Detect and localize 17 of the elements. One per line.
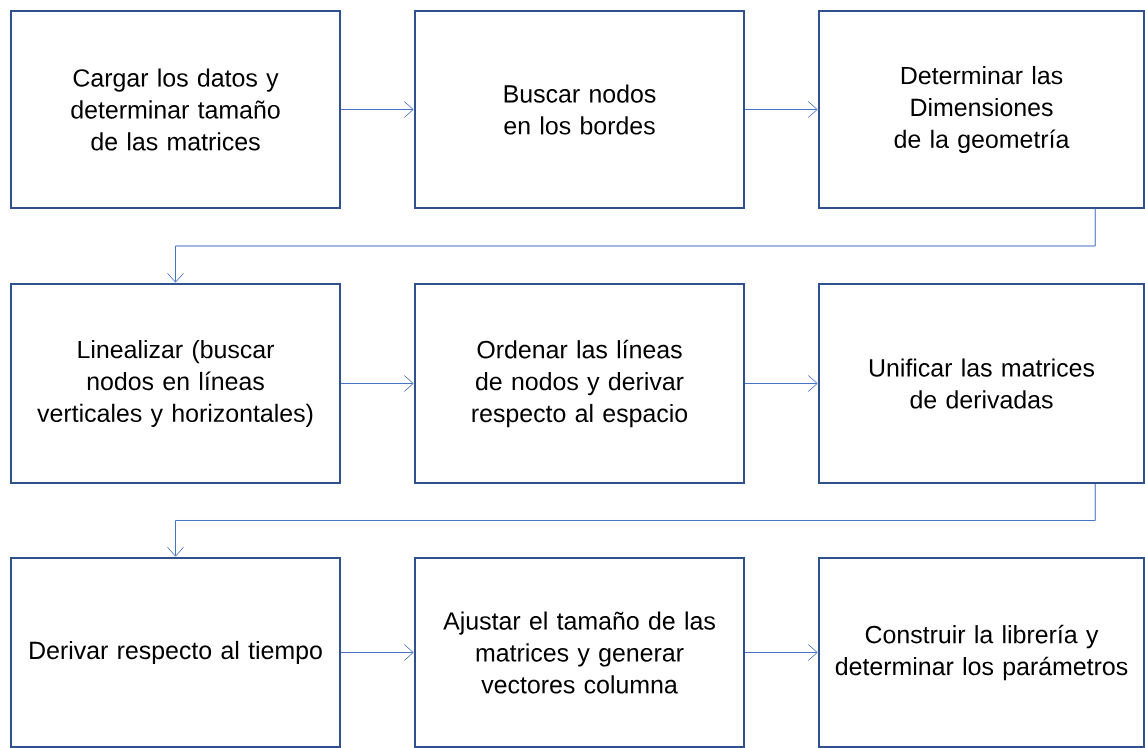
process-box: Construir la librería y determinar los parámetros [818,557,1145,748]
process-box: Determinar las Dimensiones de la geometría [818,10,1145,209]
process-box: Derivar respecto al tiempo [10,557,341,748]
arrow [340,644,414,661]
process-box: Ajustar el tamaño de las matrices y generar vectores columna [414,557,745,748]
process-box: Cargar los datos y determinar tamaño de las matrices [10,10,341,209]
arrow [744,644,818,661]
arrow [340,101,414,118]
arrow [744,375,818,392]
process-box: Unificar las matrices de derivadas [818,283,1145,484]
arrow [167,208,1096,283]
process-box: Ordenar las líneas de nodos y derivar respecto al espacio [414,283,745,484]
arrow [340,375,414,392]
arrow [167,483,1096,557]
arrow [744,101,818,118]
process-box: Linealizar (buscar nodos en líneas verticales y horizontales) [10,283,341,484]
process-box: Buscar nodos en los bordes [414,10,745,209]
